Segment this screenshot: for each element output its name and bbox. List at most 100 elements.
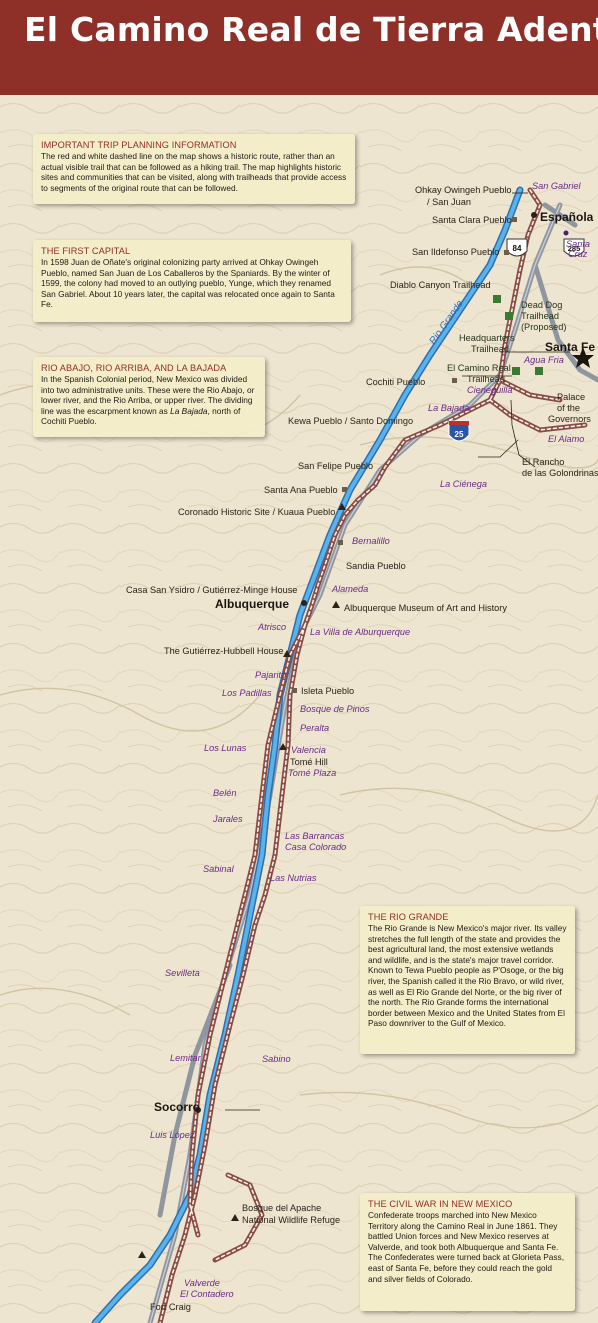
label-headquarters-2: Trailhead (471, 344, 509, 354)
label-bosque-de-pinos: Bosque de Pinos (300, 704, 370, 714)
label-alameda: Alameda (331, 584, 368, 594)
trailhead-markers (493, 295, 543, 375)
label-gutierrez-hubbell: The Gutiérrez-Hubbell House (164, 646, 284, 656)
label-sandia: Sandia Pueblo (346, 561, 406, 571)
label-casa-san-ysidro: Casa San Ysidro / Gutiérrez-Minge House (126, 585, 297, 595)
panel-first-capital-body: In 1598 Juan de Oñate's original coloniz… (41, 257, 335, 310)
label-dead-dog-1: Dead Dog (521, 300, 562, 310)
label-cieneguilla: Cieneguilla (467, 385, 512, 395)
label-el-rancho-2: de las Golondrinas (522, 468, 598, 478)
label-tome-hill: Tomé Hill (290, 757, 328, 767)
label-tome-plaza: Tomé Plaza (288, 768, 336, 778)
label-casa-colorado: Casa Colorado (285, 842, 346, 852)
panel-rio-abajo-body: In the Spanish Colonial period, New Mexi… (41, 374, 257, 427)
panel-rio-abajo: RIO ABAJO, RIO ARRIBA, AND LA BAJADA In … (33, 357, 265, 437)
label-dead-dog-2: Trailhead (521, 311, 559, 321)
label-la-villa: La Villa de Alburquerque (310, 627, 410, 637)
panel-civil-war-heading: THE CIVIL WAR IN NEW MEXICO (368, 1199, 513, 1209)
label-kewa: Kewa Pueblo / Santo Domingo (288, 416, 413, 426)
label-sabino: Sabino (262, 1054, 291, 1064)
panel-trip-planning: IMPORTANT TRIP PLANNING INFORMATION The … (33, 134, 355, 204)
label-belen: Belén (213, 788, 237, 798)
santa-cruz-dot (563, 230, 569, 236)
label-coronado: Coronado Historic Site / Kuaua Pueblo (178, 507, 335, 517)
label-san-juan: / San Juan (427, 197, 471, 207)
label-agua-fria: Agua Fria (523, 355, 564, 365)
label-sabinal: Sabinal (203, 864, 235, 874)
albuquerque-dot (301, 600, 307, 606)
socorro-dot (195, 1107, 201, 1113)
interstate-25-shield: 25 (448, 420, 470, 442)
label-la-cienega: La Ciénega (440, 479, 487, 489)
us-84-shield: 84 (506, 238, 528, 257)
label-bosque-apache-1: Bosque del Apache (242, 1203, 321, 1213)
label-palace-2: of the (557, 403, 580, 413)
label-dead-dog-3: (Proposed) (521, 322, 566, 332)
label-fort-craig: Fort Craig (150, 1302, 191, 1312)
interstate-25-label: 25 (455, 430, 464, 439)
panel-civil-war: THE CIVIL WAR IN NEW MEXICO Confederate … (360, 1193, 575, 1311)
leader-lines (225, 192, 570, 1111)
label-albuquerque-museum: Albuquerque Museum of Art and History (344, 603, 507, 613)
label-valencia: Valencia (291, 745, 326, 755)
label-santa-clara: Santa Clara Pueblo (432, 215, 512, 225)
label-ohkay-owingeh: Ohkay Owingeh Pueblo (415, 185, 512, 195)
label-isleta: Isleta Pueblo (301, 686, 354, 696)
label-socorro: Socorro (154, 1100, 200, 1114)
label-valverde: Valverde (184, 1278, 220, 1288)
label-palace-3: Governors (548, 414, 591, 424)
us-285-label: 285 (568, 244, 581, 253)
title-banner: El Camino Real de Tierra Adentro (0, 0, 598, 95)
label-atrisco: Atrisco (257, 622, 286, 632)
panel-civil-war-body: Confederate troops marched into New Mexi… (368, 1210, 565, 1284)
label-palace-1: Palace (557, 392, 585, 402)
panel-rio-grande-heading: THE RIO GRANDE (368, 912, 449, 922)
label-bosque-apache-2: National Wildlife Refuge (242, 1215, 340, 1225)
panel-rio-abajo-body-em: La Bajada (170, 405, 208, 416)
label-espanola: Española (540, 210, 594, 224)
label-san-felipe: San Felipe Pueblo (298, 461, 373, 471)
site-triangles (138, 503, 346, 1258)
label-headquarters-1: Headquarters (459, 333, 515, 343)
label-peralta: Peralta (300, 723, 329, 733)
label-diablo-canyon: Diablo Canyon Trailhead (390, 280, 491, 290)
label-los-padillas: Los Padillas (222, 688, 272, 698)
label-el-alamo: El Alamo (548, 434, 584, 444)
label-los-lunas: Los Lunas (204, 743, 247, 753)
label-santa-cruz-2: Cruz (568, 249, 588, 259)
label-albuquerque: Albuquerque (215, 597, 289, 611)
panel-rio-grande-body: The Rio Grande is New Mexico's major riv… (368, 923, 567, 1029)
label-bernalillo: Bernalillo (352, 536, 390, 546)
espanola-dot (531, 212, 537, 218)
label-luis-lopez: Luis López (150, 1130, 195, 1140)
label-el-contadero: El Contadero (180, 1289, 234, 1299)
label-las-barrancas: Las Barrancas (285, 831, 345, 841)
camino-real-trail (157, 187, 588, 1323)
panel-first-capital: THE FIRST CAPITAL In 1598 Juan de Oñate'… (33, 240, 351, 322)
label-pajarito: Pajarito (255, 670, 286, 680)
page-title: El Camino Real de Tierra Adentro (24, 10, 598, 49)
label-lemitar: Lemitar (170, 1053, 202, 1063)
label-cochiti: Cochiti Pueblo (366, 377, 425, 387)
label-san-ildefonso: San Ildefonso Pueblo (412, 247, 499, 257)
label-sevilleta: Sevilleta (165, 968, 200, 978)
panel-rio-abajo-body-a: In the Spanish Colonial period, New Mexi… (41, 374, 255, 416)
panel-trip-planning-body: The red and white dashed line on the map… (41, 151, 347, 193)
panel-rio-abajo-body-b: , north of Cochiti Pueblo. (41, 405, 241, 427)
label-san-gabriel: San Gabriel (532, 181, 581, 191)
label-santa-ana: Santa Ana Pueblo (264, 485, 338, 495)
panel-first-capital-heading: THE FIRST CAPITAL (41, 246, 131, 256)
label-jarales: Jarales (212, 814, 243, 824)
label-ecr-trailhead-2: Trailhead (467, 374, 505, 384)
label-las-nutrias: Las Nutrias (270, 873, 317, 883)
label-ecr-trailhead-1: El Camino Real (447, 363, 511, 373)
panel-rio-abajo-heading: RIO ABAJO, RIO ARRIBA, AND LA BAJADA (41, 363, 227, 373)
us-285-shield: 285 (563, 238, 585, 257)
panel-rio-grande: THE RIO GRANDE The Rio Grande is New Mex… (360, 906, 575, 1054)
santa-fe-star-icon (572, 347, 594, 368)
pueblo-markers (292, 217, 517, 693)
label-santa-cruz-1: Santa (566, 239, 590, 249)
label-santa-fe: Santa Fe (545, 340, 595, 354)
us-84-label: 84 (513, 244, 522, 253)
